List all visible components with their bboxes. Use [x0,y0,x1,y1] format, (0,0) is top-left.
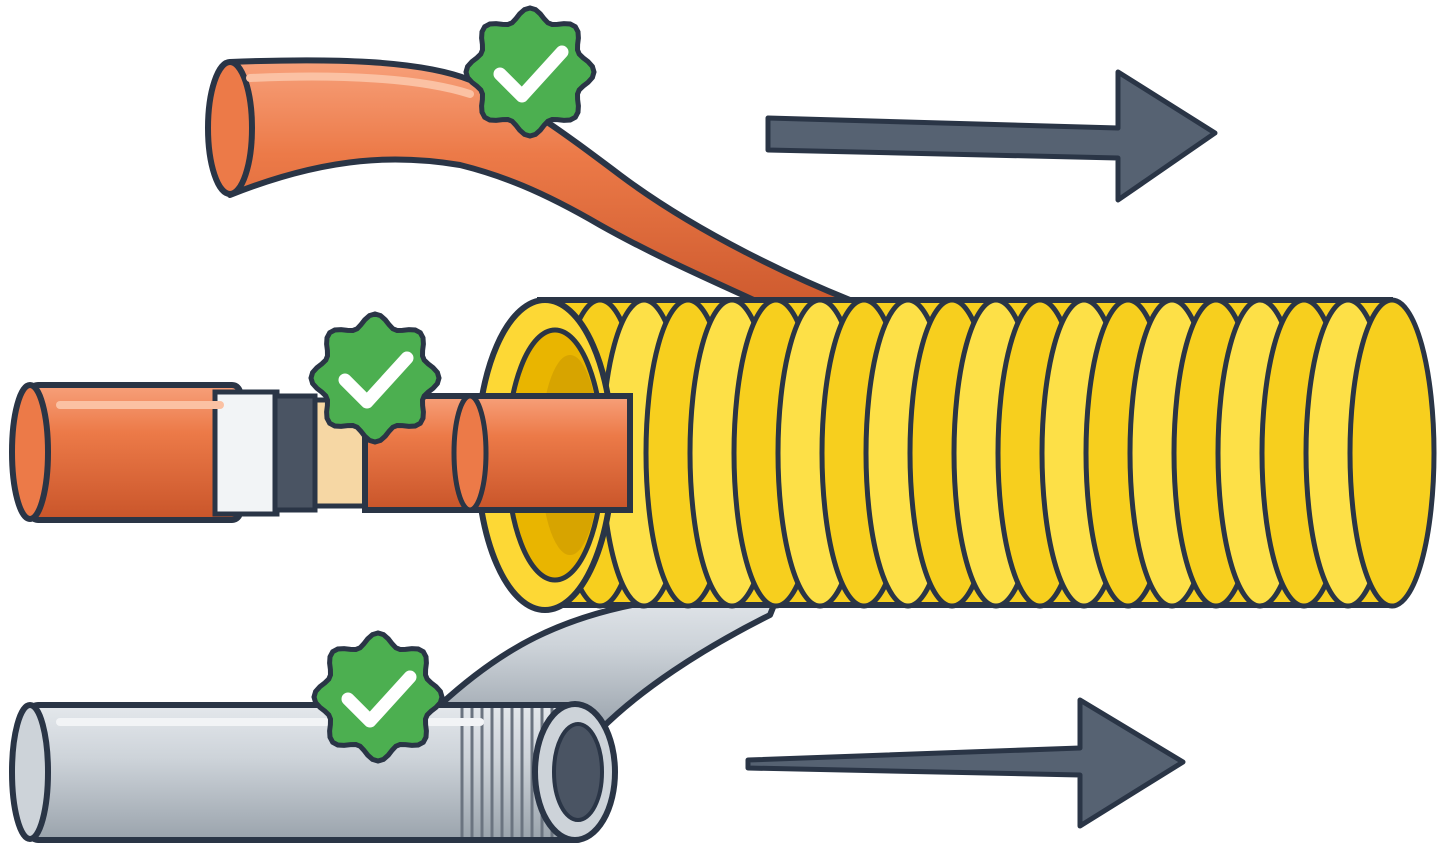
badge-shape [308,311,442,445]
badge-shape [463,5,597,139]
check-icon [338,351,414,409]
arrow-top [765,69,1218,203]
badge-shape [311,630,445,764]
check-icon [493,45,569,103]
badge-top [463,5,597,139]
conduit-rings [555,297,1437,609]
badge-bottom [311,630,445,764]
copper-fitted-pipe [9,382,633,523]
arrow-bottom [745,697,1186,829]
check-icon [341,670,417,728]
steel-threaded-pipe [9,701,618,843]
badge-middle [308,311,442,445]
corrugated-conduit [474,297,1437,613]
conduit-ring [1347,297,1437,609]
